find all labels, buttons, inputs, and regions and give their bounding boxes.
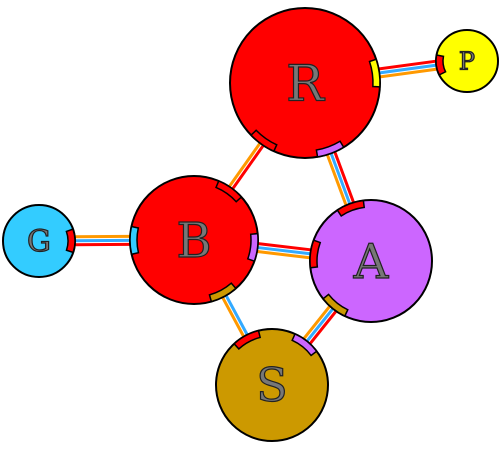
edge-r-a-line xyxy=(330,151,351,207)
edge-r-b-line xyxy=(231,143,265,191)
node-b-label: B xyxy=(176,213,211,269)
port-b-g xyxy=(130,227,138,255)
node-p-label: P xyxy=(459,47,475,75)
edge-r-b-line xyxy=(228,141,262,189)
node-a-label: A xyxy=(353,234,390,290)
node-r-label: R xyxy=(286,55,325,113)
node-g-label: G xyxy=(27,225,51,260)
edge-a-s-line xyxy=(305,306,335,343)
edge-b-s-line xyxy=(225,293,249,338)
nodes-layer xyxy=(3,8,498,441)
node-s-label: S xyxy=(256,358,288,412)
port-g-b xyxy=(66,229,75,252)
edge-b-s-line xyxy=(221,295,245,340)
